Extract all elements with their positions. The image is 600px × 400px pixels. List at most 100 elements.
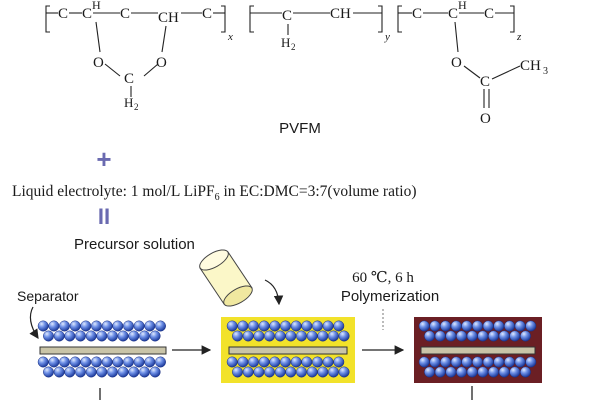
particle-ball xyxy=(242,330,254,342)
particle-ball xyxy=(269,320,281,332)
particle-ball xyxy=(418,356,430,368)
polymer-structure: C C H C CH C x O O C H 2 xyxy=(45,0,548,127)
particle-ball xyxy=(472,356,483,368)
atom-ch3-sub: 3 xyxy=(543,66,548,77)
condition-temperature: 60 ℃, 6 h xyxy=(352,270,414,286)
particle-ball xyxy=(322,356,334,368)
particle-ball xyxy=(43,330,54,342)
particle-ball xyxy=(328,366,339,378)
atom-h2: H xyxy=(124,95,133,110)
particle-ball xyxy=(482,320,494,332)
subscript-z: z xyxy=(516,31,522,43)
particle-ball xyxy=(85,366,97,378)
subscript-y: y xyxy=(384,31,390,43)
particle-ball xyxy=(85,330,97,342)
particle-ball xyxy=(144,320,156,332)
atom-c: C xyxy=(202,6,212,22)
particle-ball xyxy=(429,320,441,332)
particle-ball xyxy=(328,330,339,342)
particle-ball xyxy=(117,366,129,378)
atom-c: C xyxy=(282,8,292,24)
bracket-right-z xyxy=(510,5,515,33)
particle-ball xyxy=(264,366,275,378)
particle-ball xyxy=(149,330,161,342)
bracket-right-y xyxy=(378,5,383,33)
particle-ball xyxy=(520,330,531,342)
equals-icon: II xyxy=(98,204,110,229)
particle-ball xyxy=(69,320,81,332)
particle-ball xyxy=(80,320,92,332)
particle-ball xyxy=(226,320,238,332)
particle-ball xyxy=(101,320,113,332)
precursor-label: Precursor solution xyxy=(74,236,195,253)
particle-ball xyxy=(434,366,446,378)
particle-ball xyxy=(418,320,430,332)
pour-arrow xyxy=(264,279,284,306)
particle-ball xyxy=(450,356,462,368)
particle-ball xyxy=(424,330,435,342)
particle-ball xyxy=(123,356,134,368)
particle-ball xyxy=(144,356,156,368)
separator-pointer xyxy=(29,306,39,339)
particle-ball xyxy=(317,366,329,378)
particle-ball xyxy=(264,330,275,342)
particle-ball xyxy=(493,320,505,332)
particle-ball xyxy=(520,366,531,378)
ball-grid-separator xyxy=(37,320,166,378)
particle-ball xyxy=(59,356,70,368)
particle-ball xyxy=(338,330,350,342)
particle-ball xyxy=(280,320,291,332)
particle-ball xyxy=(75,366,86,378)
particle-ball xyxy=(155,320,166,332)
particle-ball xyxy=(312,356,323,368)
particle-ball xyxy=(232,330,243,342)
unit-alcohol: C CH y H 2 xyxy=(249,5,390,52)
particle-ball xyxy=(133,320,145,332)
particle-ball xyxy=(477,330,489,342)
particle-ball xyxy=(445,366,457,378)
particle-ball xyxy=(461,320,473,332)
particle-ball xyxy=(482,356,494,368)
particle-ball xyxy=(253,330,265,342)
particle-ball xyxy=(306,330,318,342)
particle-ball xyxy=(274,366,286,378)
particle-ball xyxy=(440,320,451,332)
atom-c: C xyxy=(124,71,134,87)
condition-process: Polymerization xyxy=(341,288,439,305)
particle-ball xyxy=(493,356,505,368)
particle-ball xyxy=(504,356,515,368)
particle-ball xyxy=(155,356,166,368)
atom-c: C xyxy=(480,74,490,90)
separator-bar xyxy=(420,346,536,355)
particle-ball xyxy=(445,330,457,342)
particle-ball xyxy=(285,366,297,378)
particle-ball xyxy=(429,356,441,368)
particle-ball xyxy=(248,356,259,368)
atom-o: O xyxy=(156,55,167,71)
particle-ball xyxy=(333,356,345,368)
particle-ball xyxy=(128,366,140,378)
particle-ball xyxy=(149,366,161,378)
atom-h2: H xyxy=(281,35,290,50)
particle-ball xyxy=(53,366,65,378)
particle-ball xyxy=(48,356,60,368)
vial-icon xyxy=(199,249,253,307)
particle-ball xyxy=(96,366,108,378)
particle-ball xyxy=(296,330,307,342)
particle-ball xyxy=(509,366,521,378)
particle-ball xyxy=(139,366,150,378)
atom-c: C xyxy=(412,6,422,22)
separator-bar xyxy=(39,346,167,355)
particle-ball xyxy=(498,366,510,378)
separator-label: Separator xyxy=(17,288,79,304)
particle-ball xyxy=(306,366,318,378)
particle-ball xyxy=(248,320,259,332)
particle-ball xyxy=(514,320,526,332)
particle-ball xyxy=(232,366,243,378)
particle-ball xyxy=(301,320,313,332)
particle-ball xyxy=(69,356,81,368)
particle-ball xyxy=(322,320,334,332)
particle-ball xyxy=(450,320,462,332)
